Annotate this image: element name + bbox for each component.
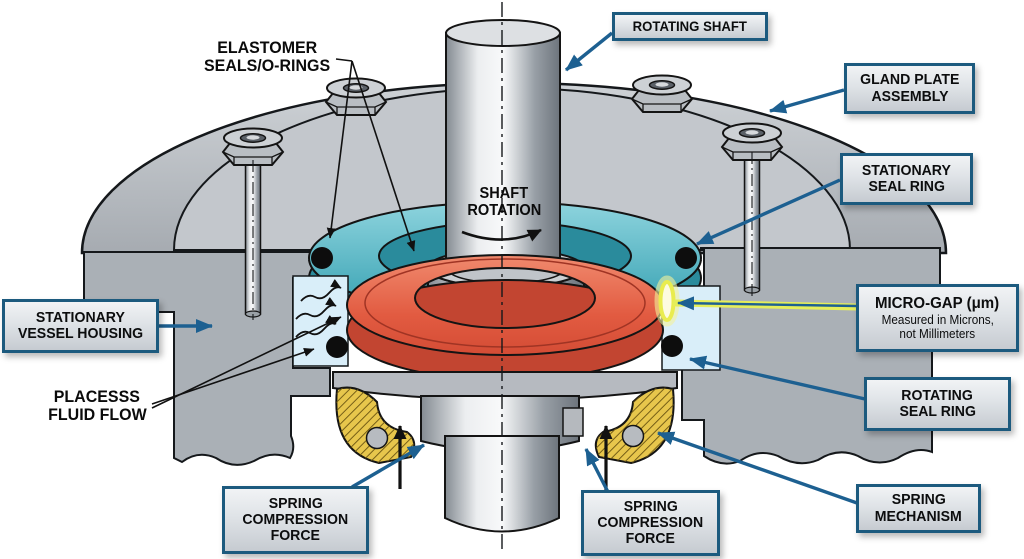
label-subtitle: Measured in Microns, [881, 312, 994, 327]
o-rings [311, 247, 697, 358]
label-spring-compression-force-left: SPRING COMPRESSION FORCE [222, 486, 369, 554]
label-text: FLUID FLOW [47, 405, 147, 424]
shaft-rotation-arrow-icon [461, 228, 542, 242]
label-rotating-seal-ring: ROTATING SEAL RING [864, 377, 1011, 431]
label-title: MICRO-GAP (μm) [875, 295, 1000, 313]
label-text: STATIONARY [35, 308, 126, 326]
label-text: SPRING [268, 494, 323, 512]
label-text: ROTATION [467, 202, 541, 219]
label-text: STATIONARY [861, 161, 952, 179]
centerlines [252, 2, 753, 552]
label-text: FORCE [625, 530, 676, 548]
label-text: FORCE [270, 527, 321, 545]
rotating-seal-ring [346, 254, 665, 381]
label-text: ELASTOMER [217, 37, 318, 57]
label-process-fluid-flow: PLACESSS FLUID FLOW [38, 384, 156, 428]
label-subtitle: not Millimeters [899, 326, 976, 341]
label-text: COMPRESSION [597, 513, 704, 531]
label-text: SHAFT [479, 185, 529, 203]
label-micro-gap: MICRO-GAP (μm) Measured in Microns, not … [856, 284, 1019, 352]
label-text: PLACESSS [53, 386, 141, 406]
rotating-seal-arrow-icon [689, 355, 866, 401]
label-shaft-rotation: SHAFT ROTATION [445, 182, 563, 224]
label-text: VESSEL HOUSING [17, 325, 144, 342]
gland-plate-arrow-icon [769, 88, 845, 114]
label-text: SPRING [891, 491, 946, 509]
label-text: SPRING [623, 497, 678, 515]
label-spring-mechanism: SPRING MECHANISM [856, 484, 981, 533]
spring-compression-left-arrow-icon [351, 443, 425, 489]
stationary-seal-arrow-icon [696, 178, 841, 246]
label-elastomer-seals-o-rings: ELASTOMER SEALS/O-RINGS [185, 35, 350, 79]
label-stationary-vessel-housing: STATIONARY VESSEL HOUSING [2, 299, 159, 353]
label-text: COMPRESSION [242, 510, 349, 528]
hex-nut-icon [631, 74, 693, 113]
hex-nut-icon [325, 77, 387, 116]
label-text: ROTATING SHAFT [632, 18, 748, 35]
spring-mechanism-arrow-icon [657, 431, 858, 505]
label-text: SEAL RING [868, 178, 945, 195]
rotating-shaft-arrow-icon [564, 31, 614, 72]
label-text: MECHANISM [875, 507, 962, 525]
spring-mechanism [335, 386, 675, 465]
label-gland-plate-assembly: GLAND PLATE ASSEMBLY [844, 63, 975, 114]
label-text: ASSEMBLY [870, 87, 949, 105]
label-text: SEALS/O-RINGS [204, 56, 331, 75]
spring-compression-right-arrow-icon [584, 448, 610, 493]
label-stationary-seal-ring: STATIONARY SEAL RING [840, 153, 973, 205]
label-text: ROTATING [901, 386, 974, 404]
micro-gap-arrow-icon [672, 296, 861, 311]
black-pointer-lines [151, 58, 416, 409]
label-text: SEAL RING [899, 403, 976, 420]
label-text: GLAND PLATE [859, 71, 960, 89]
label-rotating-shaft: ROTATING SHAFT [612, 12, 768, 41]
label-spring-compression-force-right: SPRING COMPRESSION FORCE [581, 490, 720, 556]
hex-nut-icon [222, 127, 284, 166]
callout-arrows [158, 31, 866, 505]
